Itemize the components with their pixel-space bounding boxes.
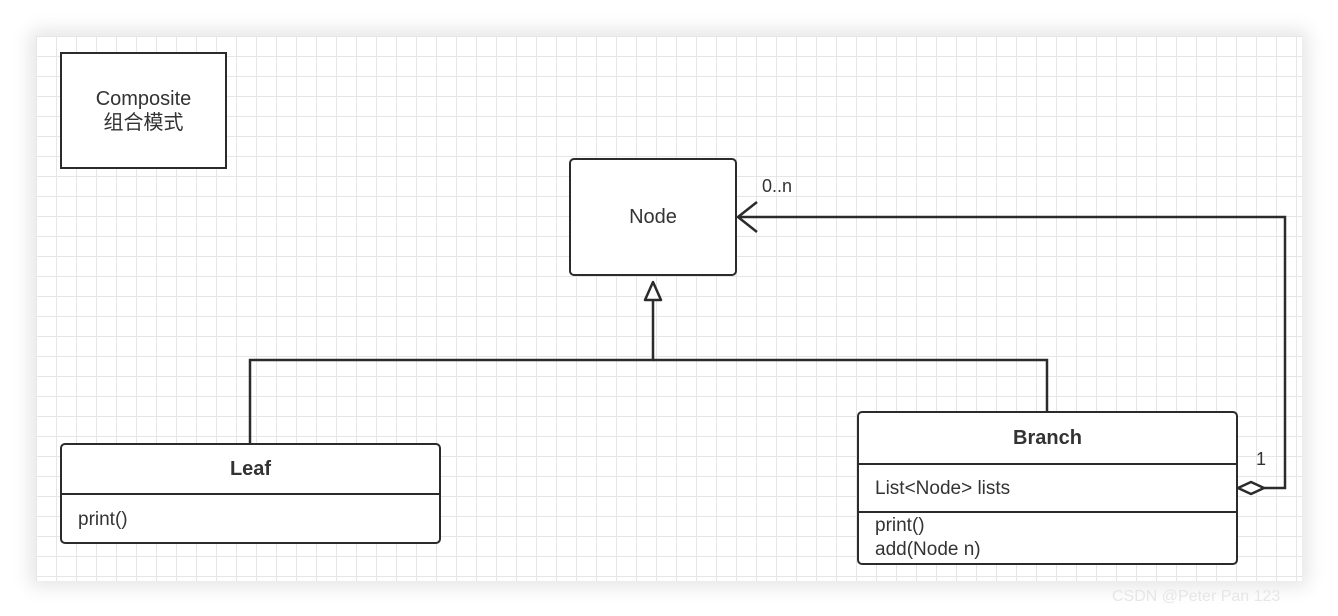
watermark: CSDN @Peter Pan 123 <box>1112 588 1281 605</box>
aggregation-line <box>738 215 1287 490</box>
branch-attributes: List<Node> lists <box>859 465 1236 513</box>
node-class-name: Node <box>629 206 677 228</box>
branch-methods: print() add(Node n) <box>859 513 1236 562</box>
leaf-class-name: Leaf <box>62 445 439 495</box>
aggregation-arrowhead <box>736 201 758 233</box>
branch-attribute: List<Node> lists <box>875 478 1011 499</box>
branch-method: add(Node n) <box>875 539 981 560</box>
target-multiplicity-label: 0..n <box>762 176 793 196</box>
node-class-box: Node <box>569 158 737 276</box>
title-box: Composite 组合模式 <box>60 52 227 169</box>
title-box-line2: 组合模式 <box>103 111 184 134</box>
source-multiplicity-label: 1 <box>1256 449 1267 469</box>
branch-generalization-line <box>653 358 1049 411</box>
leaf-generalization-line <box>248 300 655 443</box>
branch-class-name: Branch <box>859 413 1236 465</box>
title-box-line1: Composite <box>95 87 192 110</box>
branch-method: print() <box>875 515 925 536</box>
leaf-method: print() <box>78 509 128 530</box>
aggregation-diamond <box>1236 480 1266 496</box>
generalization-arrowhead <box>643 280 663 302</box>
leaf-class-box: Leaf print() <box>60 443 441 544</box>
branch-class-box: Branch List<Node> lists print() add(Node… <box>857 411 1238 565</box>
leaf-methods: print() <box>62 495 439 532</box>
